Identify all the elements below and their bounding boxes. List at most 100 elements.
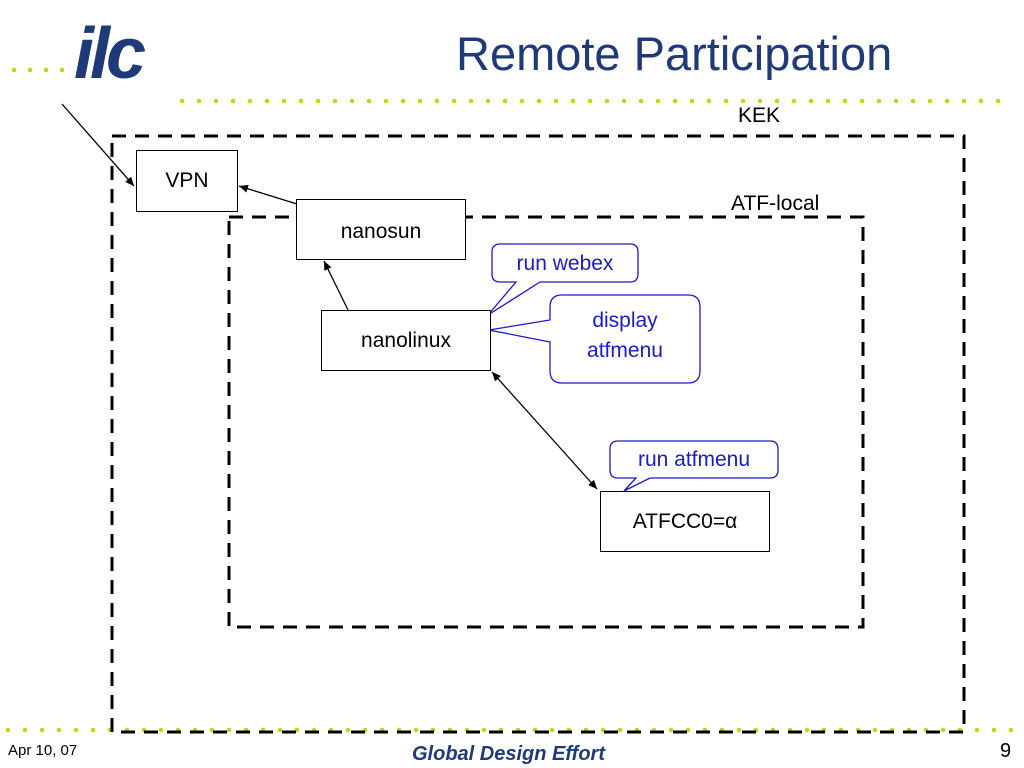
header-dot — [638, 98, 644, 104]
callout-run-webex-shape — [487, 243, 639, 316]
header-dot — [876, 98, 882, 104]
header-dot — [706, 98, 712, 104]
header-dot — [434, 98, 440, 104]
slide-title: Remote Participation — [456, 27, 893, 80]
footer-dot — [90, 727, 96, 733]
footer-dot — [158, 727, 164, 733]
footer-dot — [940, 727, 946, 733]
footer-dot — [39, 727, 45, 733]
header-dot — [502, 98, 508, 104]
connector-nanolinux-atfcc0 — [491, 371, 598, 490]
node-nanosun-label: nanosun — [340, 220, 422, 243]
header-dot — [468, 98, 474, 104]
connector-external-to-vpn — [61, 103, 135, 187]
header-dot — [621, 98, 627, 104]
footer-dot — [736, 727, 742, 733]
footer-organization: Global Design Effort — [412, 743, 605, 765]
header-dot — [553, 98, 559, 104]
header-dot — [927, 98, 933, 104]
footer-date: Apr 10, 07 — [8, 742, 78, 759]
header-dot — [740, 98, 746, 104]
header-dot — [536, 98, 542, 104]
header-dot — [485, 98, 491, 104]
header-dot — [757, 98, 763, 104]
header-dotted-rule — [179, 98, 1001, 104]
header-dot — [570, 98, 576, 104]
footer-dot — [277, 727, 283, 733]
header-dot — [332, 98, 338, 104]
header-dot — [774, 98, 780, 104]
node-atfcc0-label: ATFCC0=α — [632, 509, 738, 533]
header-dot — [196, 98, 202, 104]
header-dot — [961, 98, 967, 104]
header-dot — [944, 98, 950, 104]
region-kek-label: KEK — [738, 104, 781, 127]
header-dot — [859, 98, 865, 104]
footer-dot — [5, 727, 11, 733]
header-dot — [281, 98, 287, 104]
header-dot — [519, 98, 525, 104]
footer-dot — [549, 727, 555, 733]
node-nanosun: nanosun — [296, 199, 466, 260]
header-dot — [791, 98, 797, 104]
node-vpn-label: VPN — [165, 169, 209, 192]
header-dot — [366, 98, 372, 104]
connector-nanosun-to-vpn — [238, 184, 298, 205]
footer-dot — [413, 727, 419, 733]
footer-dot — [481, 727, 487, 733]
header-dot — [825, 98, 831, 104]
header-dot — [315, 98, 321, 104]
header-dot — [995, 98, 1001, 104]
footer-dot — [991, 727, 997, 733]
header-dot — [808, 98, 814, 104]
callout-run-atfmenu-text: run atfmenu — [637, 448, 751, 471]
node-nanolinux: nanolinux — [321, 310, 491, 371]
callout-run-atfmenu: run atfmenu — [610, 445, 778, 475]
header-dot — [349, 98, 355, 104]
footer-dot — [73, 727, 79, 733]
footer-dot — [804, 727, 810, 733]
callout-run-atfmenu-shape — [609, 440, 779, 492]
footer-dot — [1008, 727, 1014, 733]
header-dot — [910, 98, 916, 104]
header-dot — [655, 98, 661, 104]
header-dot — [842, 98, 848, 104]
footer-dot — [226, 727, 232, 733]
header-dot — [672, 98, 678, 104]
header-dot — [179, 98, 185, 104]
header-dot — [604, 98, 610, 104]
header-dot — [893, 98, 899, 104]
ilc-logo: ilc — [74, 14, 146, 94]
header-dot — [978, 98, 984, 104]
header-dot — [213, 98, 219, 104]
header-dot — [264, 98, 270, 104]
header-dot — [587, 98, 593, 104]
callout-display-line2: atfmenu — [587, 339, 663, 362]
callout-run-webex: run webex — [492, 249, 638, 279]
footer-dot — [617, 727, 623, 733]
node-nanolinux-label: nanolinux — [361, 328, 451, 352]
header-dot — [451, 98, 457, 104]
region-atf-local-label: ATF-local — [731, 192, 820, 215]
header-dot — [689, 98, 695, 104]
header-dot — [383, 98, 389, 104]
header-dot — [247, 98, 253, 104]
footer-dot — [872, 727, 878, 733]
footer-dot — [56, 727, 62, 733]
callout-display-atfmenu-shape — [488, 294, 701, 384]
header-dot — [298, 98, 304, 104]
callout-display-atfmenu: display atfmenu — [550, 306, 700, 366]
footer-dot — [668, 727, 674, 733]
header-dotted-rule-left — [11, 67, 65, 73]
footer-page-number: 9 — [1000, 740, 1012, 762]
callout-run-webex-text: run webex — [516, 252, 614, 275]
header-dot — [230, 98, 236, 104]
header-dot — [400, 98, 406, 104]
callout-display-line1: display — [592, 309, 658, 332]
header-dot — [417, 98, 423, 104]
header-dot — [723, 98, 729, 104]
footer-dot — [22, 727, 28, 733]
node-vpn: VPN — [136, 150, 238, 212]
node-atfcc0: ATFCC0=α — [600, 491, 770, 552]
